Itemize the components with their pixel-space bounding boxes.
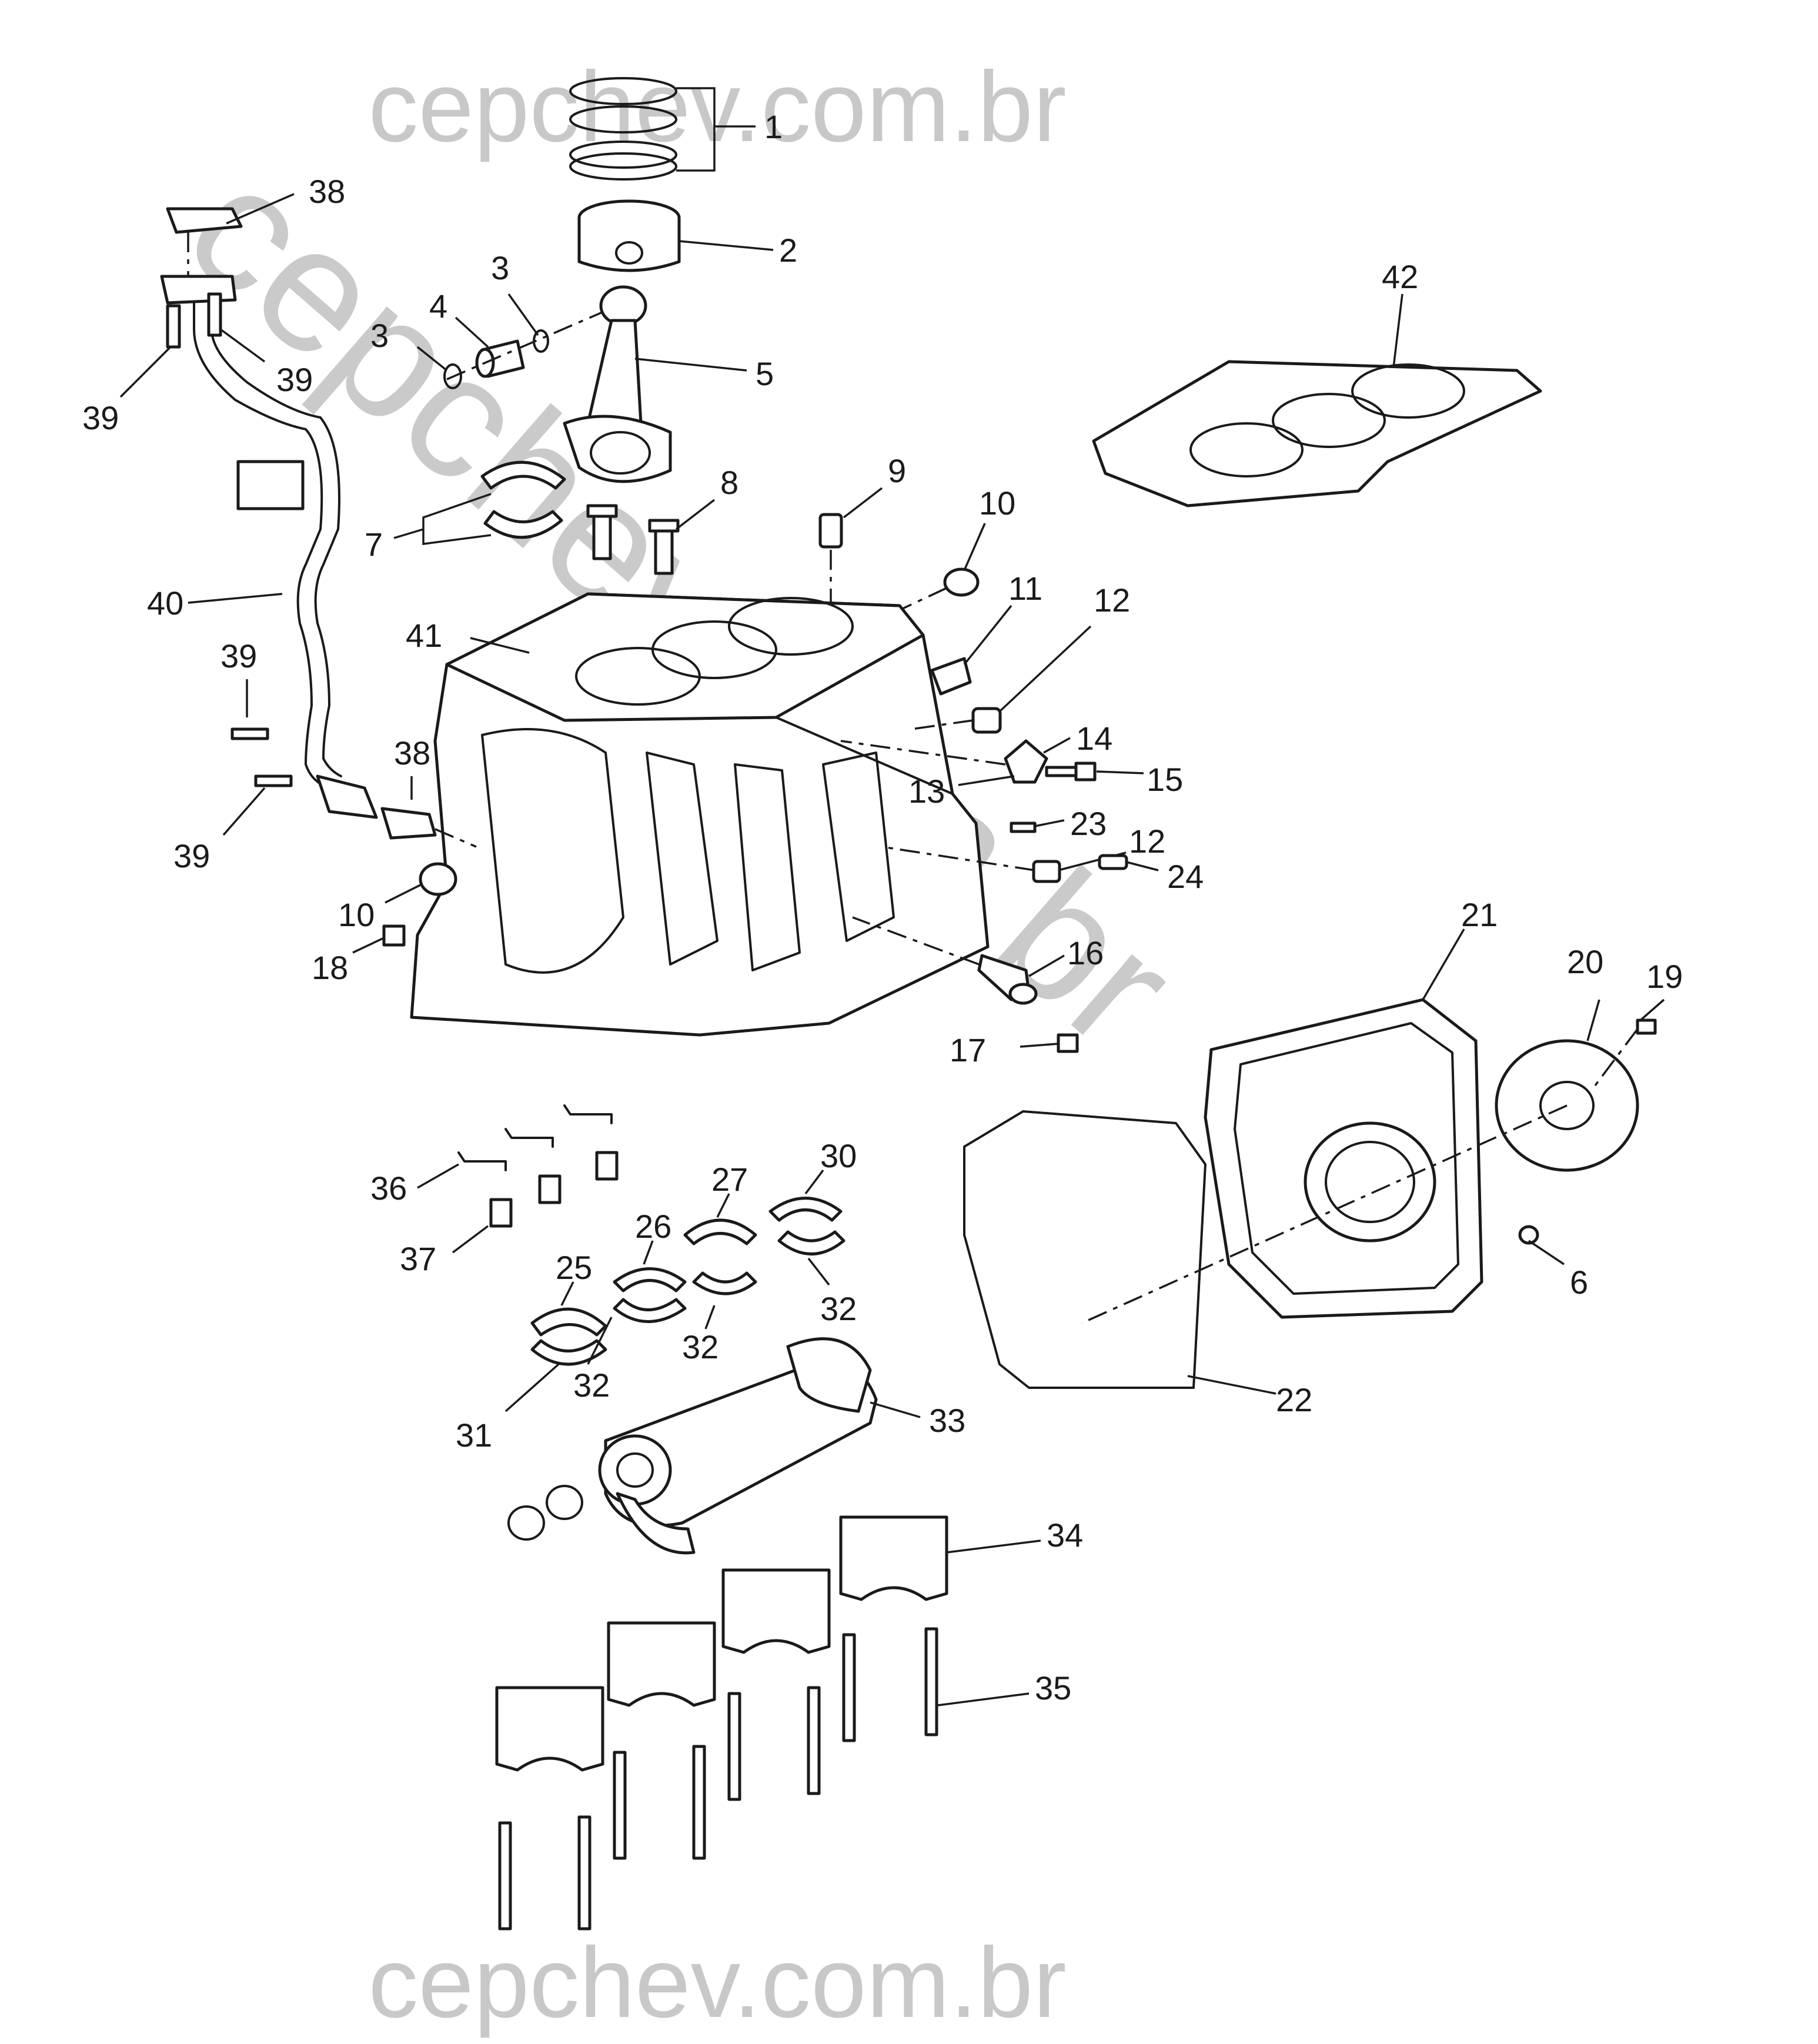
callout-38: 38 <box>309 173 345 210</box>
callout-34: 34 <box>1047 1517 1083 1554</box>
callout-17: 17 <box>950 1031 986 1068</box>
callout-33: 33 <box>929 1402 965 1439</box>
connecting-rod-part <box>563 285 747 483</box>
callout-32: 32 <box>820 1290 857 1327</box>
callout-9: 9 <box>888 452 906 489</box>
callout-26: 26 <box>635 1208 671 1245</box>
callout-10: 10 <box>338 896 375 933</box>
watermark-bottom: cepchev.com.br <box>368 1927 1066 2039</box>
callout-8: 8 <box>720 464 738 501</box>
callout-21: 21 <box>1461 896 1498 933</box>
piston-oil-jet-part <box>417 1104 619 1254</box>
callout-24: 24 <box>1167 858 1204 895</box>
callout-19: 19 <box>1646 958 1683 995</box>
callout-3: 3 <box>491 249 509 286</box>
callout-35: 35 <box>1035 1669 1071 1706</box>
cylinder-block-part <box>410 592 990 1037</box>
callout-3: 3 <box>370 317 389 354</box>
head-gasket-part <box>1092 293 1542 507</box>
callout-39: 39 <box>220 637 257 674</box>
callout-38: 38 <box>394 734 430 771</box>
callout-7: 7 <box>365 526 383 563</box>
callout-36: 36 <box>370 1170 407 1207</box>
callout-5: 5 <box>756 355 774 392</box>
callout-42: 42 <box>1382 258 1418 295</box>
callout-12: 12 <box>1094 582 1130 619</box>
callout-25: 25 <box>556 1249 592 1286</box>
callout-2: 2 <box>779 232 797 269</box>
callout-1: 1 <box>764 108 783 145</box>
piston-part <box>577 199 774 272</box>
callout-14: 14 <box>1076 720 1112 757</box>
rod-bearing-part <box>393 460 566 545</box>
callout-10: 10 <box>979 485 1015 522</box>
block-label-part <box>352 924 406 954</box>
rear-main-seal-housing-part <box>963 929 1665 1395</box>
crank-sensor-part <box>852 916 1079 1053</box>
callout-6: 6 <box>1570 1264 1588 1301</box>
callout-16: 16 <box>1067 934 1104 971</box>
callout-39: 39 <box>276 361 313 398</box>
piston-rings-part <box>569 77 756 181</box>
oil-feed-pipe-part <box>119 193 477 904</box>
callout-32: 32 <box>682 1328 718 1365</box>
callout-31: 31 <box>456 1417 492 1454</box>
watermark-top: cepchev.com.br <box>368 51 1066 163</box>
callout-32: 32 <box>573 1367 610 1404</box>
callout-41: 41 <box>406 617 442 654</box>
block-fittings-part <box>840 604 1159 883</box>
callout-12: 12 <box>1129 823 1165 860</box>
callout-labels: 1 2 3 3 4 5 6 7 8 9 10 10 11 12 12 13 14… <box>82 108 1683 1706</box>
callout-11: 11 <box>1008 570 1042 607</box>
callout-40: 40 <box>147 585 183 622</box>
callout-39: 39 <box>173 837 210 874</box>
callout-18: 18 <box>312 949 348 986</box>
main-bearings-part <box>504 1169 845 1412</box>
callout-30: 30 <box>820 1137 857 1174</box>
callout-22: 22 <box>1276 1381 1312 1418</box>
main-bearing-caps-part <box>495 1515 1041 1931</box>
callout-27: 27 <box>711 1161 748 1198</box>
callout-39: 39 <box>82 399 119 436</box>
callout-13: 13 <box>908 773 945 810</box>
piston-pin-part <box>416 293 618 389</box>
callout-23: 23 <box>1070 805 1107 842</box>
callout-20: 20 <box>1567 943 1603 980</box>
callout-4: 4 <box>429 288 447 325</box>
rod-bolt-part <box>586 499 716 575</box>
callout-37: 37 <box>400 1240 436 1277</box>
callout-15: 15 <box>1147 761 1183 798</box>
crankshaft-part <box>507 1337 921 1555</box>
